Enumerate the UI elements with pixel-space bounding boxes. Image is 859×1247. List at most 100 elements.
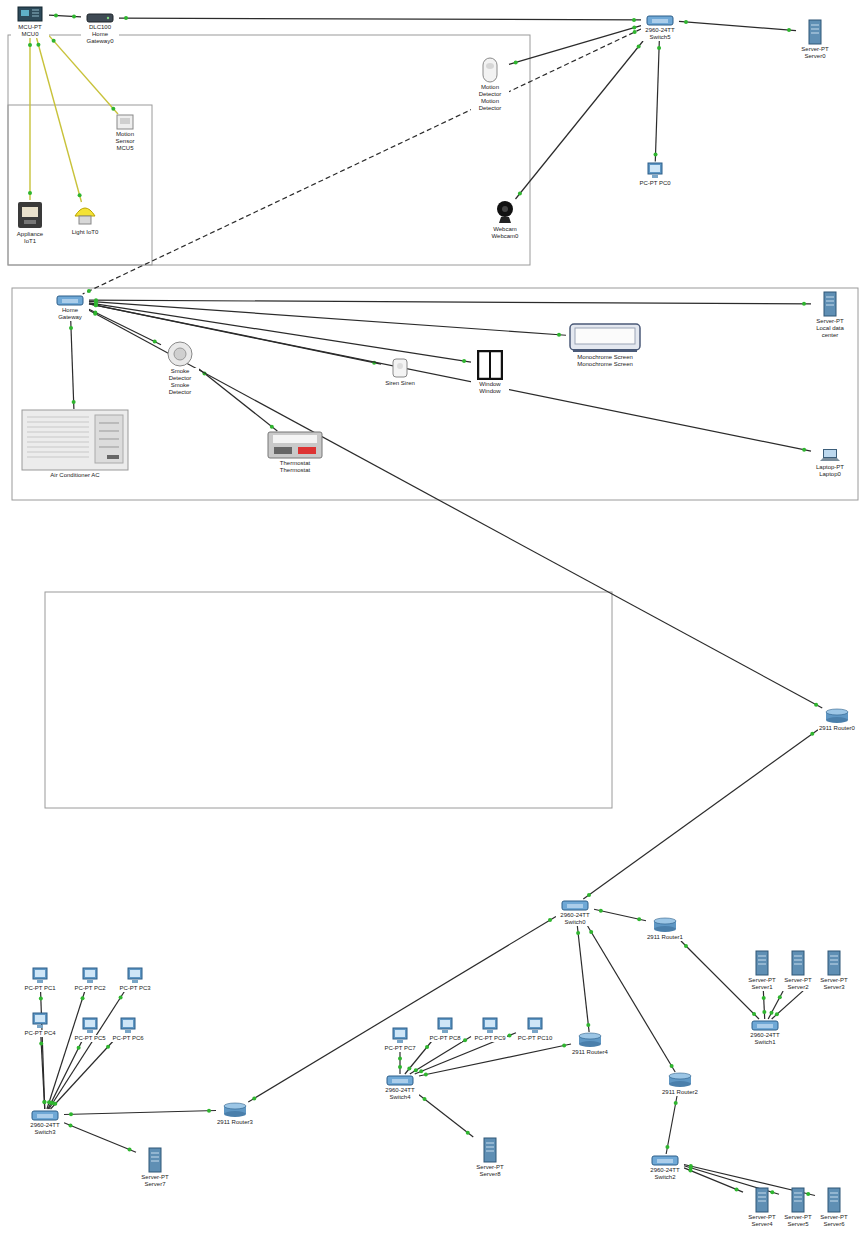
link-light	[637, 44, 641, 48]
device-icon	[81, 967, 99, 984]
device-node: Server-PT Server7	[136, 1147, 174, 1188]
link-light	[94, 303, 98, 307]
link-light	[806, 1192, 810, 1196]
device-icon	[791, 1187, 805, 1213]
device-node: 2960-24TT Switch4	[381, 1074, 419, 1101]
link-light	[735, 1187, 739, 1191]
network-link	[89, 300, 811, 304]
link-light	[587, 893, 591, 897]
network-link	[49, 992, 125, 1110]
device-icon	[223, 1102, 247, 1118]
device-icon	[86, 13, 114, 23]
device-node: Motion Sensor MCU5	[106, 114, 144, 152]
link-light	[39, 1041, 43, 1045]
network-link	[64, 1123, 136, 1152]
link-light	[589, 930, 593, 934]
device-node: Motion Detector Motion Detector	[471, 57, 509, 112]
device-label: PC-PT PC3	[118, 985, 151, 992]
device-node: PC-PT PC0	[636, 162, 674, 187]
link-light	[94, 298, 98, 302]
link-light	[632, 18, 636, 22]
link-light	[637, 917, 641, 921]
device-label: Window Window	[471, 381, 509, 395]
link-light	[270, 425, 274, 429]
link-light	[514, 60, 518, 64]
link-light	[49, 1101, 53, 1105]
device-label: Server-PT Server0	[796, 46, 834, 60]
network-link	[71, 321, 74, 409]
device-icon	[825, 708, 849, 724]
link-light	[684, 944, 688, 948]
link-light	[78, 193, 82, 197]
device-icon	[653, 917, 677, 933]
device-icon	[791, 950, 805, 976]
link-light	[586, 1023, 590, 1027]
link-light	[77, 1046, 81, 1050]
network-link	[41, 1037, 45, 1110]
link-light	[632, 26, 636, 30]
network-link	[509, 26, 641, 65]
network-link	[51, 1042, 113, 1110]
link-light	[72, 15, 76, 19]
device-icon	[651, 1154, 679, 1166]
device-label: Air Conditioner AC	[49, 472, 100, 479]
link-light	[508, 1033, 512, 1037]
device-icon	[73, 202, 97, 228]
device-label: Server-PT Server3	[815, 977, 853, 991]
device-icon	[31, 967, 49, 984]
network-link	[119, 18, 641, 20]
link-light	[124, 16, 128, 20]
device-node: Laptop-PT Laptop0	[811, 448, 849, 478]
device-label: 2911 Router2	[661, 1089, 699, 1096]
device-icon	[167, 341, 193, 367]
network-link	[64, 1111, 216, 1115]
link-light	[81, 996, 85, 1000]
link-light	[52, 39, 56, 43]
link-light	[802, 448, 806, 452]
link-light	[111, 107, 115, 111]
area-frame	[8, 35, 530, 265]
link-light	[128, 1148, 132, 1152]
device-label: Motion Detector Motion Detector	[471, 84, 509, 112]
network-link	[37, 38, 82, 202]
device-node: Server-PT Server6	[815, 1187, 853, 1228]
device-label: DLC100 Home Gateway0	[81, 24, 119, 45]
device-icon	[751, 1019, 779, 1031]
link-light	[787, 28, 791, 32]
link-light	[414, 1068, 418, 1072]
device-node: 2960-24TT Switch3	[26, 1109, 64, 1136]
link-light	[398, 1057, 402, 1061]
link-light	[119, 995, 123, 999]
device-icon	[808, 19, 822, 45]
device-node: Server-PT Server3	[815, 950, 853, 991]
device-label: Thermostat Thermostat	[264, 460, 326, 474]
device-label: Server-PT Server1	[743, 977, 781, 991]
device-label: 2911 Router4	[571, 1049, 609, 1056]
network-link	[655, 41, 659, 162]
link-light	[424, 1073, 428, 1077]
device-icon	[477, 350, 503, 380]
link-light	[657, 46, 661, 50]
device-icon	[569, 323, 641, 353]
device-icon	[267, 431, 323, 459]
link-light	[802, 302, 806, 306]
network-link	[248, 916, 556, 1102]
device-node: 2911 Router2	[661, 1072, 699, 1096]
link-light	[775, 1012, 779, 1016]
device-label: 2911 Router3	[216, 1119, 254, 1126]
device-label: Server-PT Server5	[779, 1214, 817, 1228]
link-light	[633, 30, 637, 34]
link-light	[53, 1102, 57, 1106]
device-node: PC-PT PC6	[109, 1017, 147, 1042]
network-link	[594, 909, 646, 921]
link-light	[54, 13, 58, 17]
link-light	[106, 1045, 110, 1049]
device-icon	[526, 1017, 544, 1034]
link-light	[425, 1045, 429, 1049]
network-link	[89, 304, 811, 451]
link-light	[398, 1065, 402, 1069]
link-light	[599, 909, 603, 913]
device-label: 2960-24TT Switch1	[746, 1032, 784, 1046]
link-light	[810, 732, 814, 736]
